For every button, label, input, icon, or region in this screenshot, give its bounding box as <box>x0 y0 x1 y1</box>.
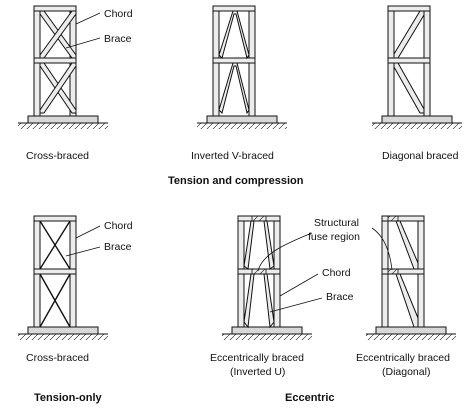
group-tension-compression: Tension and compression <box>168 175 304 187</box>
caption-cross-braced-top: Cross-braced <box>26 150 89 162</box>
frame-eccentric-diagonal <box>366 215 456 340</box>
group-eccentric: Eccentric <box>285 392 335 404</box>
label-chord-top: Chord <box>104 8 133 20</box>
label-chord-bottom: Chord <box>104 220 133 232</box>
caption-cross-braced-bottom: Cross-braced <box>26 352 89 364</box>
caption-ecc-diag-line1: Eccentrically braced <box>356 352 450 364</box>
caption-ecc-u-line1: Eccentrically braced <box>210 352 304 364</box>
label-brace-ecc: Brace <box>326 291 354 303</box>
caption-diagonal: Diagonal braced <box>382 150 459 162</box>
frame-eccentric-inverted-u <box>222 215 323 340</box>
label-structural: Structural <box>314 217 359 229</box>
caption-inverted-v: Inverted V-braced <box>191 150 274 162</box>
label-chord-ecc: Chord <box>322 267 351 279</box>
label-brace-top: Brace <box>104 33 132 45</box>
label-brace-bottom: Brace <box>104 241 132 253</box>
frame-inverted-v <box>197 5 287 129</box>
label-fuse-region: fuse region <box>308 231 360 243</box>
caption-ecc-diag-line2: (Diagonal) <box>382 366 430 378</box>
frame-diagonal <box>372 5 462 129</box>
caption-ecc-u-line2: (Inverted U) <box>230 366 285 378</box>
frame-cross-braced-top <box>18 5 108 129</box>
frame-cross-braced-bottom <box>18 215 108 340</box>
group-tension-only: Tension-only <box>34 392 103 404</box>
